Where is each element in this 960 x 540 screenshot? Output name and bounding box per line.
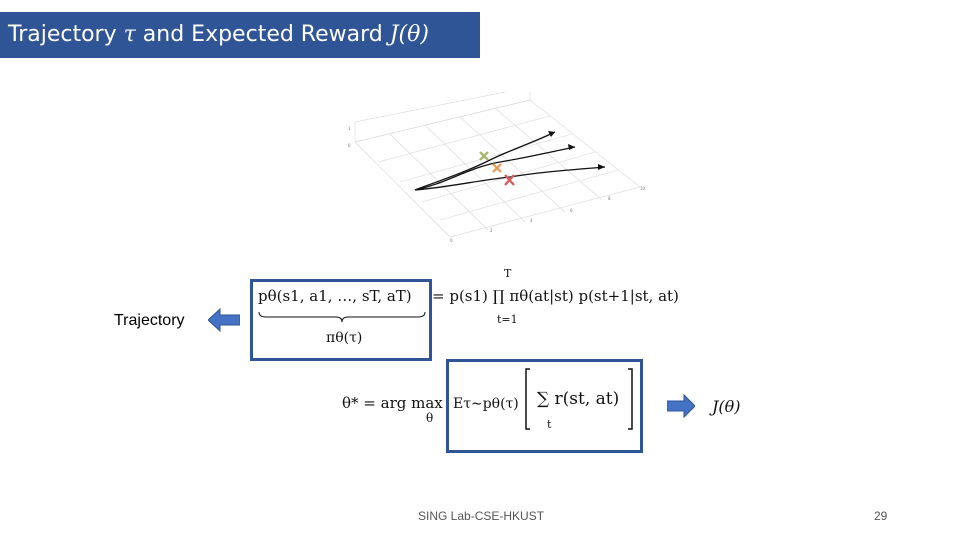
left-arrow-icon xyxy=(208,307,240,333)
svg-text:10: 10 xyxy=(640,186,646,191)
sum-subscript: t xyxy=(547,418,552,431)
trajectory-plot-figure: 0 1 0 2 4 6 8 10 xyxy=(348,92,646,242)
title-j: J(θ) xyxy=(389,22,429,47)
slide-title: Trajectory τ and Expected Reward J(θ) xyxy=(0,12,480,58)
svg-text:8: 8 xyxy=(608,196,611,201)
joint-probability-box xyxy=(250,279,432,361)
trajectory-label: Trajectory xyxy=(114,312,185,329)
square-brackets xyxy=(525,368,633,430)
marker-orange xyxy=(492,163,502,173)
title-middle: and Expected Reward xyxy=(135,22,390,47)
svg-text:4: 4 xyxy=(530,218,533,223)
footer-lab-name: SING Lab-CSE-HKUST xyxy=(418,509,545,523)
theta-star-argmax: θ* = arg max xyxy=(342,394,443,412)
product-upper-limit: T xyxy=(504,267,512,280)
marker-red xyxy=(504,174,515,186)
joint-probability-rhs: = p(s1) ∏ πθ(at|st) p(st+1|st, at) xyxy=(432,287,679,305)
svg-text:6: 6 xyxy=(570,208,573,213)
svg-text:2: 2 xyxy=(490,228,493,233)
svg-text:0: 0 xyxy=(348,143,351,148)
sum-reward-term: ∑ r(st, at) xyxy=(537,389,620,409)
j-theta-result: J(θ) xyxy=(712,397,741,416)
right-arrow-icon xyxy=(667,393,695,419)
joint-probability-lhs: pθ(s1, a1, …, sT, aT) xyxy=(258,287,412,305)
argmax-subscript: θ xyxy=(426,411,434,425)
title-tau: τ xyxy=(123,22,136,47)
page-number: 29 xyxy=(874,509,888,523)
svg-text:1: 1 xyxy=(348,126,351,131)
underbrace-label: πθ(τ) xyxy=(326,330,363,346)
underbrace xyxy=(258,311,426,323)
title-prefix: Trajectory xyxy=(8,22,124,47)
expected-reward-box xyxy=(446,359,643,453)
svg-text:0: 0 xyxy=(450,238,453,242)
marker-green xyxy=(479,151,489,161)
expectation-operator: Eτ∼pθ(τ) xyxy=(453,396,519,412)
product-lower-limit: t=1 xyxy=(497,313,518,326)
